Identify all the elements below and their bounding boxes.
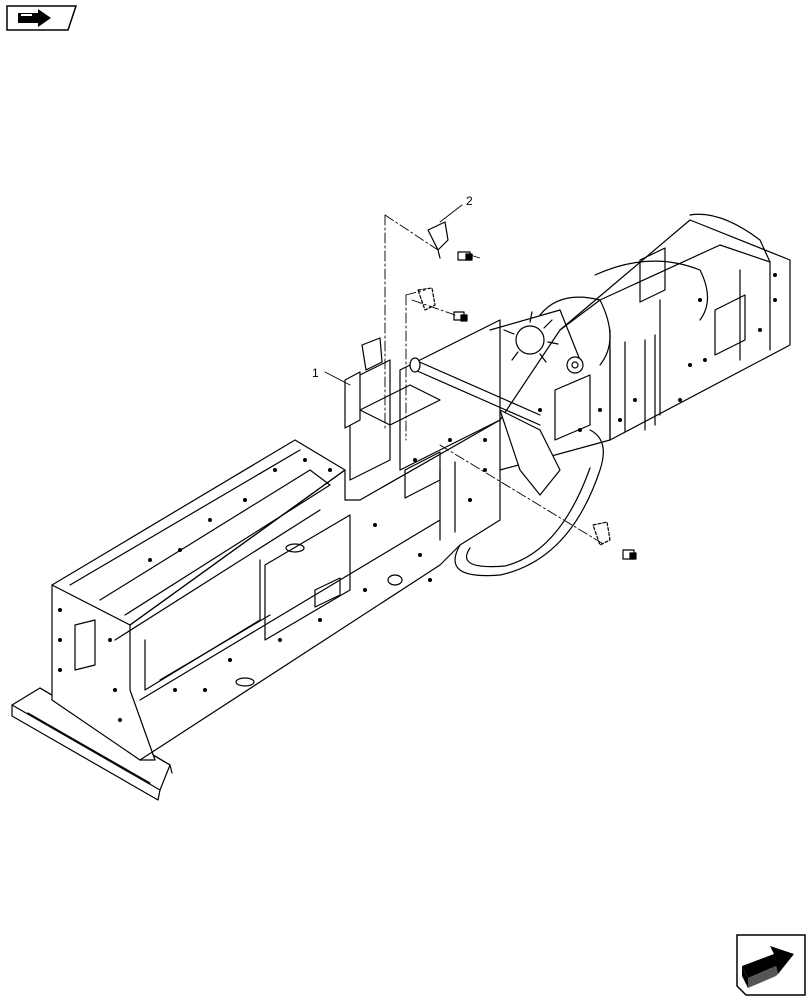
mounting-holes (58, 273, 777, 722)
frame-details (74, 319, 656, 687)
next-page-badge[interactable] (734, 932, 808, 998)
callout-2: 2 (466, 194, 473, 208)
callout-1: 1 (312, 366, 319, 380)
next-page-arrow-icon (736, 934, 806, 996)
prev-page-badge[interactable] (4, 4, 78, 32)
sensor-part-upper (417, 287, 468, 322)
prev-page-arrow-icon (6, 5, 78, 31)
assembly-centerlines (384, 214, 606, 546)
bracket-assembly (344, 337, 441, 429)
sensor-part-2 (427, 221, 473, 261)
shaft-assembly (409, 309, 584, 496)
sensor-part-lower (592, 521, 637, 560)
callout-leaders (324, 204, 463, 386)
